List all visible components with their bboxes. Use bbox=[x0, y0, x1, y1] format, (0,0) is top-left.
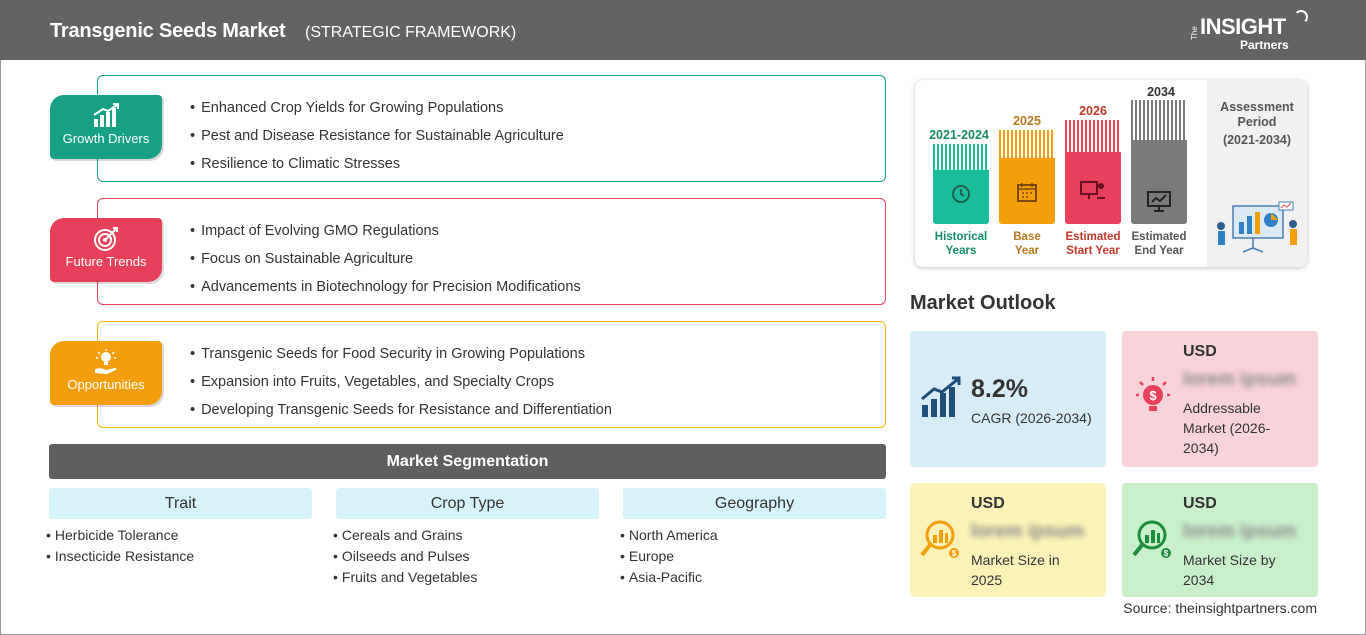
future-trends-badge: Future Trends bbox=[50, 218, 162, 282]
opportunities-list: Transgenic Seeds for Food Security in Gr… bbox=[190, 340, 612, 424]
monitor-chart-icon bbox=[1147, 191, 1171, 212]
target-icon bbox=[94, 227, 118, 251]
magnifier-chart-icon: $ bbox=[920, 520, 959, 558]
history-icon bbox=[952, 185, 970, 203]
header-bar: Transgenic Seeds Market (STRATEGIC FRAME… bbox=[0, 0, 1366, 60]
growth-drivers-box: Enhanced Crop Yields for Growing Populat… bbox=[97, 75, 886, 182]
assessment-label: Assessment Period bbox=[1220, 100, 1294, 129]
list-item: Enhanced Crop Yields for Growing Populat… bbox=[190, 94, 564, 122]
calendar-icon bbox=[1017, 183, 1037, 202]
list-item: Asia-Pacific bbox=[620, 567, 886, 588]
list-item: Cereals and Grains bbox=[333, 525, 599, 546]
timeline-year: 2021-2024 bbox=[929, 128, 989, 142]
company-logo[interactable]: The INSIGHT Partners bbox=[1190, 10, 1310, 54]
cagr-card: 8.2% CAGR (2026-2034) bbox=[910, 331, 1106, 467]
market-outlook-title: Market Outlook bbox=[910, 292, 1056, 314]
badge-label: Future Trends bbox=[65, 254, 147, 269]
segment-heading: Crop Type bbox=[336, 488, 599, 519]
opportunities-box: Transgenic Seeds for Food Security in Gr… bbox=[97, 321, 886, 428]
list-item: North America bbox=[620, 525, 886, 546]
list-item: Focus on Sustainable Agriculture bbox=[190, 245, 581, 273]
list-item: Transgenic Seeds for Food Security in Gr… bbox=[190, 340, 612, 368]
assessment-period-panel: Assessment Period (2021-2034) bbox=[1207, 80, 1307, 267]
logo-arc-icon bbox=[1294, 10, 1308, 24]
opportunities-badge: Opportunities bbox=[50, 341, 162, 405]
list-item: Developing Transgenic Seeds for Resistan… bbox=[190, 396, 612, 424]
list-item: Europe bbox=[620, 546, 886, 567]
list-item: Advancements in Biotechnology for Precis… bbox=[190, 273, 581, 301]
blurred-value: lorem ipsum bbox=[1183, 369, 1296, 390]
page-title: Transgenic Seeds Market bbox=[50, 20, 286, 42]
magnifier-chart-icon: $ bbox=[1132, 520, 1171, 558]
analytics-people-icon bbox=[1217, 201, 1297, 253]
page-subtitle: (STRATEGIC FRAMEWORK) bbox=[305, 24, 517, 41]
blurred-value: lorem ipsum bbox=[1183, 521, 1296, 542]
segment-heading: Geography bbox=[623, 488, 886, 519]
segment-crop-type: Crop Type Cereals and Grains Oilseeds an… bbox=[336, 488, 599, 588]
cagr-value: 8.2% bbox=[971, 375, 1028, 403]
assessment-range: (2021-2034) bbox=[1222, 133, 1292, 147]
timeline-year: 2034 bbox=[1147, 85, 1175, 99]
growth-chart-icon bbox=[921, 376, 961, 417]
currency-label: USD bbox=[1183, 343, 1217, 360]
presentation-icon bbox=[1080, 181, 1105, 199]
timeline-bar-start bbox=[1065, 120, 1121, 224]
badge-label: Growth Drivers bbox=[62, 131, 150, 146]
timeline-bar-base bbox=[999, 130, 1055, 224]
currency-label: USD bbox=[971, 495, 1005, 512]
segment-list: Herbicide Tolerance Insecticide Resistan… bbox=[46, 525, 312, 567]
list-item: Expansion into Fruits, Vegetables, and S… bbox=[190, 368, 612, 396]
cagr-label: CAGR (2026-2034) bbox=[971, 410, 1092, 426]
segment-trait: Trait Herbicide Tolerance Insecticide Re… bbox=[49, 488, 312, 567]
segment-list: Cereals and Grains Oilseeds and Pulses F… bbox=[333, 525, 599, 588]
growth-drivers-badge: Growth Drivers bbox=[50, 95, 162, 159]
logo-insight: INSIGHT bbox=[1200, 14, 1286, 39]
logo-partners: Partners bbox=[1240, 38, 1289, 52]
dollar-bulb-icon: $ bbox=[1136, 377, 1170, 411]
blurred-value: lorem ipsum bbox=[971, 521, 1084, 542]
badge-label: Opportunities bbox=[67, 377, 145, 392]
segment-geography: Geography North America Europe Asia-Paci… bbox=[623, 488, 886, 588]
timeline-year: 2026 bbox=[1079, 104, 1107, 118]
segment-heading: Trait bbox=[49, 488, 312, 519]
bar-chart-up-icon bbox=[93, 103, 119, 127]
source-credit: Source: theinsightpartners.com bbox=[1123, 600, 1317, 616]
logo-the: The bbox=[1190, 26, 1199, 40]
list-item: Resilience to Climatic Stresses bbox=[190, 150, 564, 178]
list-item: Impact of Evolving GMO Regulations bbox=[190, 217, 581, 245]
lightbulb-hand-icon bbox=[95, 349, 117, 374]
list-item: Pest and Disease Resistance for Sustaina… bbox=[190, 122, 564, 150]
segment-list: North America Europe Asia-Pacific bbox=[620, 525, 886, 588]
future-trends-list: Impact of Evolving GMO Regulations Focus… bbox=[190, 217, 581, 301]
svg-text:$: $ bbox=[1164, 549, 1169, 558]
timeline-bar-historical bbox=[933, 144, 989, 224]
growth-drivers-list: Enhanced Crop Yields for Growing Populat… bbox=[190, 94, 564, 178]
svg-text:$: $ bbox=[952, 549, 957, 558]
list-item: Oilseeds and Pulses bbox=[333, 546, 599, 567]
timeline-bar-end bbox=[1131, 100, 1187, 224]
timeline-year: 2025 bbox=[1013, 114, 1041, 128]
future-trends-box: Impact of Evolving GMO Regulations Focus… bbox=[97, 198, 886, 305]
list-item: Fruits and Vegetables bbox=[333, 567, 599, 588]
list-item: Insecticide Resistance bbox=[46, 546, 312, 567]
currency-label: USD bbox=[1183, 495, 1217, 512]
svg-text:$: $ bbox=[1149, 388, 1157, 403]
list-item: Herbicide Tolerance bbox=[46, 525, 312, 546]
segmentation-title: Market Segmentation bbox=[49, 444, 886, 479]
